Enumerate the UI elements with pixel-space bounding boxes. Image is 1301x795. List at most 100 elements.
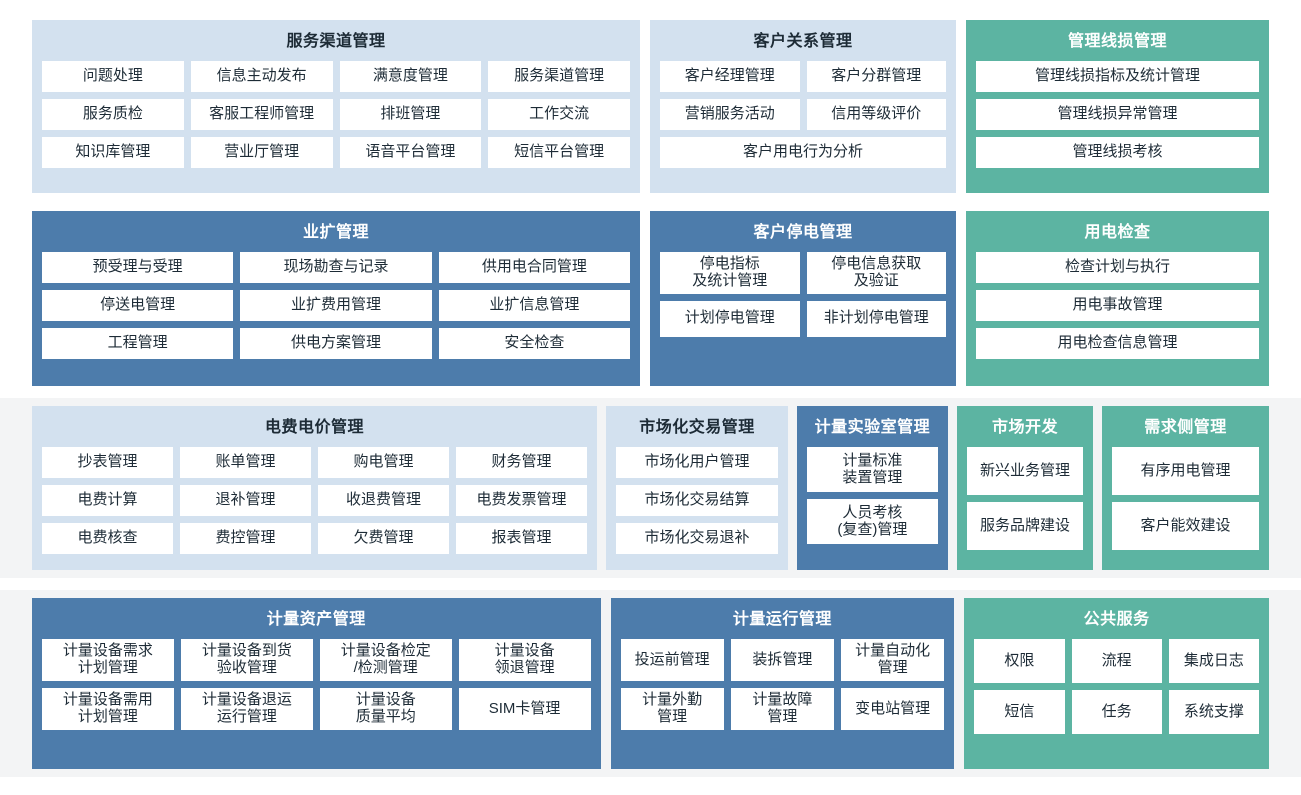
module-cell[interactable]: 客服工程师管理 <box>190 99 333 130</box>
panel-market-transaction-management[interactable]: 市场化交易管理 市场化用户管理 市场化交易结算 市场化交易退补 <box>606 406 788 570</box>
module-cell[interactable]: 电费核查 <box>42 523 173 554</box>
panel-management-line-loss-management[interactable]: 管理线损管理 管理线损指标及统计管理 管理线损异常管理 管理线损考核 <box>966 20 1269 193</box>
panel-title-metering-laboratory-management: 计量实验室管理 <box>814 419 931 436</box>
panel-service-channel-management[interactable]: 服务渠道管理 问题处理 信息主动发布 满意度管理 服务渠道管理 服务质检 客服工… <box>32 20 640 193</box>
module-cell[interactable]: 计量设备需用 计划管理 <box>42 688 174 730</box>
module-cell[interactable]: 检查计划与执行 <box>976 252 1259 283</box>
module-cell[interactable]: 抄表管理 <box>42 447 173 478</box>
module-cell[interactable]: 知识库管理 <box>42 137 184 168</box>
panel-customer-outage-management[interactable]: 客户停电管理 停电指标 及统计管理 停电信息获取 及验证 计划停电管理 非计划停… <box>650 211 956 386</box>
module-cell[interactable]: 预受理与受理 <box>42 252 234 283</box>
module-cell[interactable]: 计量设备到货 验收管理 <box>180 639 313 681</box>
panel-business-expansion-management[interactable]: 业扩管理 预受理与受理 现场勘查与记录 供用电合同管理 停送电管理 业扩费用管理… <box>32 211 640 386</box>
module-cell[interactable]: 工程管理 <box>42 328 234 359</box>
module-cell[interactable]: 变电站管理 <box>841 688 945 730</box>
panel-metering-operation-management[interactable]: 计量运行管理 投运前管理 装拆管理 计量自动化 管理 计量外勤 管理 计量故障 … <box>610 598 955 769</box>
module-cell[interactable]: 账单管理 <box>180 447 312 478</box>
module-cell[interactable]: 问题处理 <box>42 61 184 92</box>
module-cell[interactable]: 非计划停电管理 <box>806 300 946 337</box>
module-cell[interactable]: 市场化交易退补 <box>616 523 778 554</box>
module-cell[interactable]: 电费计算 <box>42 485 173 516</box>
module-cell[interactable]: 营业厅管理 <box>190 137 333 168</box>
module-cell[interactable]: 信息主动发布 <box>190 61 333 92</box>
panel-electricity-fee-price-management[interactable]: 电费电价管理 抄表管理 账单管理 购电管理 财务管理 电费计算 退补管理 收退费… <box>32 406 598 570</box>
module-cell[interactable]: 信用等级评价 <box>806 99 946 130</box>
panel-title-business-expansion-management: 业扩管理 <box>302 224 369 241</box>
module-cell[interactable]: 排班管理 <box>339 99 482 130</box>
module-cell[interactable]: SIM卡管理 <box>458 688 591 730</box>
module-cell[interactable]: 收退费管理 <box>318 485 450 516</box>
module-cell[interactable]: 短信 <box>974 690 1065 734</box>
module-cell[interactable]: 报表管理 <box>456 523 588 554</box>
module-cell[interactable]: 购电管理 <box>318 447 450 478</box>
module-cell[interactable]: 人员考核 (复查)管理 <box>806 499 938 544</box>
module-cell[interactable]: 停送电管理 <box>42 290 234 321</box>
module-cell[interactable]: 营销服务活动 <box>660 99 800 130</box>
module-cell[interactable]: 语音平台管理 <box>339 137 482 168</box>
module-cell[interactable]: 供用电合同管理 <box>438 252 630 283</box>
module-cell[interactable]: 短信平台管理 <box>488 137 630 168</box>
module-cell[interactable]: 费控管理 <box>180 523 312 554</box>
module-cell[interactable]: 管理线损指标及统计管理 <box>976 61 1259 92</box>
module-cell[interactable]: 系统支撑 <box>1168 690 1259 734</box>
module-cell[interactable]: 现场勘查与记录 <box>240 252 432 283</box>
panel-demand-side-management[interactable]: 需求侧管理 有序用电管理 客户能效建设 <box>1102 406 1270 570</box>
module-cell[interactable]: 计量外勤 管理 <box>620 688 724 730</box>
panel-market-development[interactable]: 市场开发 新兴业务管理 服务品牌建设 <box>956 406 1094 570</box>
panel-grid-customer-relationship-management: 客户经理管理 客户分群管理 营销服务活动 信用等级评价 客户用电行为分析 <box>660 61 946 183</box>
module-cell[interactable]: 客户用电行为分析 <box>660 137 946 168</box>
panel-power-consumption-inspection[interactable]: 用电检查 检查计划与执行 用电事故管理 用电检查信息管理 <box>966 211 1269 386</box>
module-cell[interactable]: 工作交流 <box>488 99 630 130</box>
panel-metering-asset-management[interactable]: 计量资产管理 计量设备需求 计划管理 计量设备到货 验收管理 计量设备检定 /检… <box>32 598 601 769</box>
module-cell[interactable]: 投运前管理 <box>620 639 724 681</box>
module-cell[interactable]: 集成日志 <box>1168 639 1259 683</box>
module-cell[interactable]: 安全检查 <box>438 328 630 359</box>
panel-grid-market-transaction-management: 市场化用户管理 市场化交易结算 市场化交易退补 <box>616 447 778 560</box>
module-cell[interactable]: 客户分群管理 <box>806 61 946 92</box>
module-cell[interactable]: 供电方案管理 <box>240 328 432 359</box>
module-cell[interactable]: 满意度管理 <box>339 61 482 92</box>
module-cell[interactable]: 计量标准 装置管理 <box>806 447 938 492</box>
module-cell[interactable]: 流程 <box>1071 639 1162 683</box>
module-cell[interactable]: 市场化用户管理 <box>616 447 778 478</box>
panel-metering-laboratory-management[interactable]: 计量实验室管理 计量标准 装置管理 人员考核 (复查)管理 <box>796 406 948 570</box>
module-cell[interactable]: 计量自动化 管理 <box>841 639 945 681</box>
module-cell[interactable]: 计量设备 领退管理 <box>458 639 591 681</box>
module-cell[interactable]: 计量故障 管理 <box>730 688 834 730</box>
module-cell[interactable]: 财务管理 <box>456 447 588 478</box>
module-cell[interactable]: 计量设备需求 计划管理 <box>42 639 174 681</box>
module-cell[interactable]: 服务品牌建设 <box>966 502 1084 550</box>
module-cell[interactable]: 任务 <box>1071 690 1162 734</box>
panel-public-service[interactable]: 公共服务 权限 流程 集成日志 短信 任务 系统支撑 <box>964 598 1269 769</box>
module-cell[interactable]: 服务渠道管理 <box>488 61 630 92</box>
module-cell[interactable]: 新兴业务管理 <box>966 447 1084 495</box>
module-cell[interactable]: 计量设备 质量平均 <box>319 688 452 730</box>
module-cell[interactable]: 停电指标 及统计管理 <box>660 252 800 294</box>
module-cell[interactable]: 用电检查信息管理 <box>976 328 1259 359</box>
module-cell[interactable]: 业扩费用管理 <box>240 290 432 321</box>
module-cell[interactable]: 服务质检 <box>42 99 184 130</box>
module-cell[interactable]: 计量设备检定 /检测管理 <box>319 639 452 681</box>
module-cell[interactable]: 电费发票管理 <box>456 485 588 516</box>
module-cell[interactable]: 欠费管理 <box>318 523 450 554</box>
module-cell[interactable]: 管理线损异常管理 <box>976 99 1259 130</box>
module-cell[interactable]: 业扩信息管理 <box>438 290 630 321</box>
row-4: 计量资产管理 计量设备需求 计划管理 计量设备到货 验收管理 计量设备检定 /检… <box>32 598 1269 769</box>
module-cell[interactable]: 装拆管理 <box>730 639 834 681</box>
panel-grid-service-channel-management: 问题处理 信息主动发布 满意度管理 服务渠道管理 服务质检 客服工程师管理 排班… <box>42 61 630 183</box>
module-cell[interactable]: 计划停电管理 <box>660 300 800 337</box>
module-cell[interactable]: 管理线损考核 <box>976 137 1259 168</box>
module-cell[interactable]: 计量设备退运 运行管理 <box>180 688 313 730</box>
module-cell[interactable]: 有序用电管理 <box>1112 447 1260 495</box>
module-cell[interactable]: 客户能效建设 <box>1112 502 1260 550</box>
module-cell[interactable]: 权限 <box>974 639 1065 683</box>
module-cell[interactable]: 退补管理 <box>180 485 312 516</box>
panel-title-metering-asset-management: 计量资产管理 <box>266 611 366 628</box>
panel-customer-relationship-management[interactable]: 客户关系管理 客户经理管理 客户分群管理 营销服务活动 信用等级评价 客户用电行… <box>650 20 956 193</box>
module-cell[interactable]: 停电信息获取 及验证 <box>806 252 946 294</box>
panel-grid-customer-outage-management: 停电指标 及统计管理 停电信息获取 及验证 计划停电管理 非计划停电管理 <box>660 252 946 376</box>
module-cell[interactable]: 客户经理管理 <box>660 61 800 92</box>
module-cell[interactable]: 市场化交易结算 <box>616 485 778 516</box>
module-cell[interactable]: 用电事故管理 <box>976 290 1259 321</box>
